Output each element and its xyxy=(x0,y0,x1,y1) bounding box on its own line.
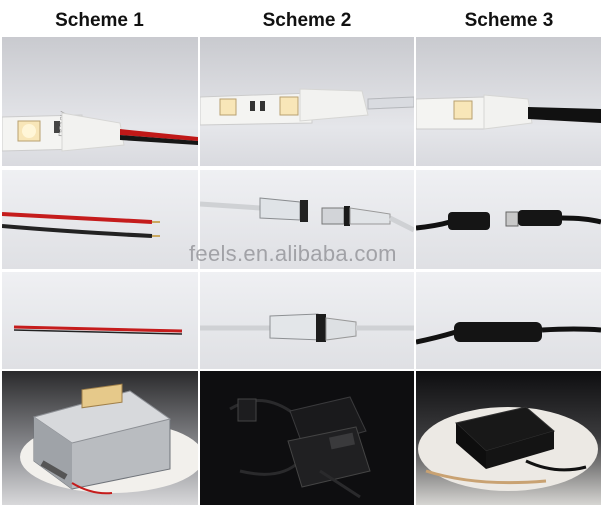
scheme-3-adapter-photo xyxy=(416,371,601,505)
scheme-1-single-wire xyxy=(2,272,198,369)
watermark-text: feels.en.alibaba.com xyxy=(189,241,397,266)
scheme-1-strip-photo: DC12V xyxy=(2,37,198,166)
scheme-3-header: Scheme 3 xyxy=(464,10,554,31)
scheme-2-joined-clear-connector xyxy=(200,272,414,369)
scheme-3-black-dc-connectors xyxy=(416,170,601,269)
scheme-1-header: Scheme 1 xyxy=(55,10,144,31)
scheme-2-clear-dc-connectors xyxy=(200,170,414,269)
scheme-2-adapter-photo xyxy=(200,371,414,505)
scheme-2-header: Scheme 2 xyxy=(262,10,352,31)
scheme-3-joined-black-connector xyxy=(416,272,601,369)
scheme-1-bare-wires xyxy=(2,170,198,269)
scheme-1-power-supply-photo xyxy=(2,371,198,505)
scheme-2-strip-photo xyxy=(200,37,414,166)
scheme-3-strip-photo xyxy=(416,37,601,166)
